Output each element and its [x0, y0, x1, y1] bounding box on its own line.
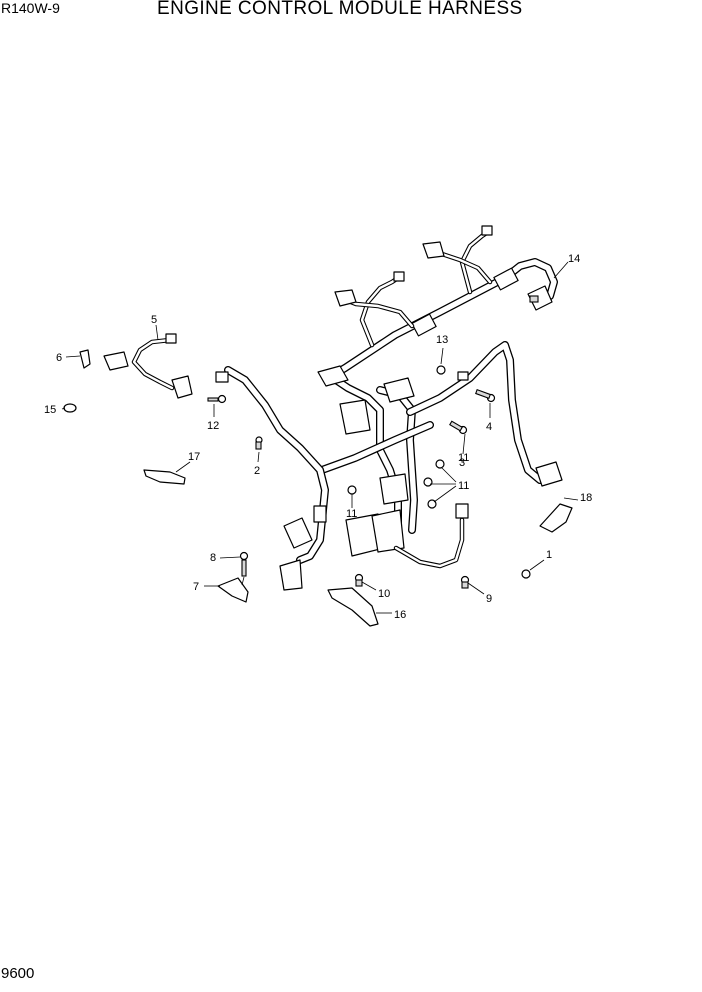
- callout-2: 2: [254, 465, 260, 477]
- callout-11-left: 11: [346, 508, 357, 520]
- clamp-7: [217, 577, 249, 603]
- callout-13: 13: [436, 334, 448, 346]
- callout-11-right: 11: [458, 452, 469, 464]
- callout-18: 18: [580, 492, 592, 504]
- lower-right-lead: [393, 503, 469, 569]
- callout-1: 1: [546, 549, 552, 561]
- bolt-4: [475, 389, 496, 403]
- connector-14: [527, 285, 553, 311]
- bracket-17: [143, 469, 186, 485]
- callout-4: 4: [486, 421, 492, 433]
- callout-17: 17: [188, 451, 200, 463]
- right-branch-harness: [406, 341, 563, 487]
- nut-1: [521, 569, 531, 579]
- bolt-8: [239, 551, 249, 577]
- bolt-9: [460, 575, 470, 589]
- bolt-10: [354, 573, 364, 587]
- callout-15: 15: [44, 404, 56, 416]
- leader-lines: [61, 261, 579, 614]
- callout-12: 12: [207, 420, 219, 432]
- injector-branches: [334, 225, 493, 348]
- main-harness-trunk: [324, 258, 558, 382]
- nut-13: [436, 365, 446, 375]
- sensor-harness-5: [103, 333, 193, 399]
- clip-6: [79, 349, 91, 369]
- page-number: 9600: [1, 965, 35, 982]
- callout-9: 9: [486, 593, 492, 605]
- callout-numbers: 14 13 5 6 15 12 2 17 4 3 11 11 11 18 1 8…: [44, 253, 592, 621]
- callout-14: 14: [568, 253, 580, 265]
- callout-3: 3: [459, 457, 465, 469]
- callout-5: 5: [151, 314, 157, 326]
- callout-16: 16: [394, 609, 406, 621]
- clamp-15: [63, 403, 77, 413]
- callout-11-mid: 11: [458, 480, 469, 492]
- callout-6: 6: [56, 352, 62, 364]
- harness-center-body: [317, 365, 434, 557]
- callout-10: 10: [378, 588, 390, 600]
- bolt-2: [255, 436, 263, 450]
- bolt-3: [449, 420, 468, 435]
- page-title: ENGINE CONTROL MODULE HARNESS: [157, 0, 523, 19]
- callout-8: 8: [210, 552, 216, 564]
- plate-16: [327, 587, 379, 627]
- bracket-18: [539, 503, 573, 533]
- left-branch-harness: [215, 366, 329, 591]
- callout-7: 7: [193, 581, 199, 593]
- model-code: R140W-9: [1, 0, 60, 16]
- bolt-12: [207, 394, 227, 404]
